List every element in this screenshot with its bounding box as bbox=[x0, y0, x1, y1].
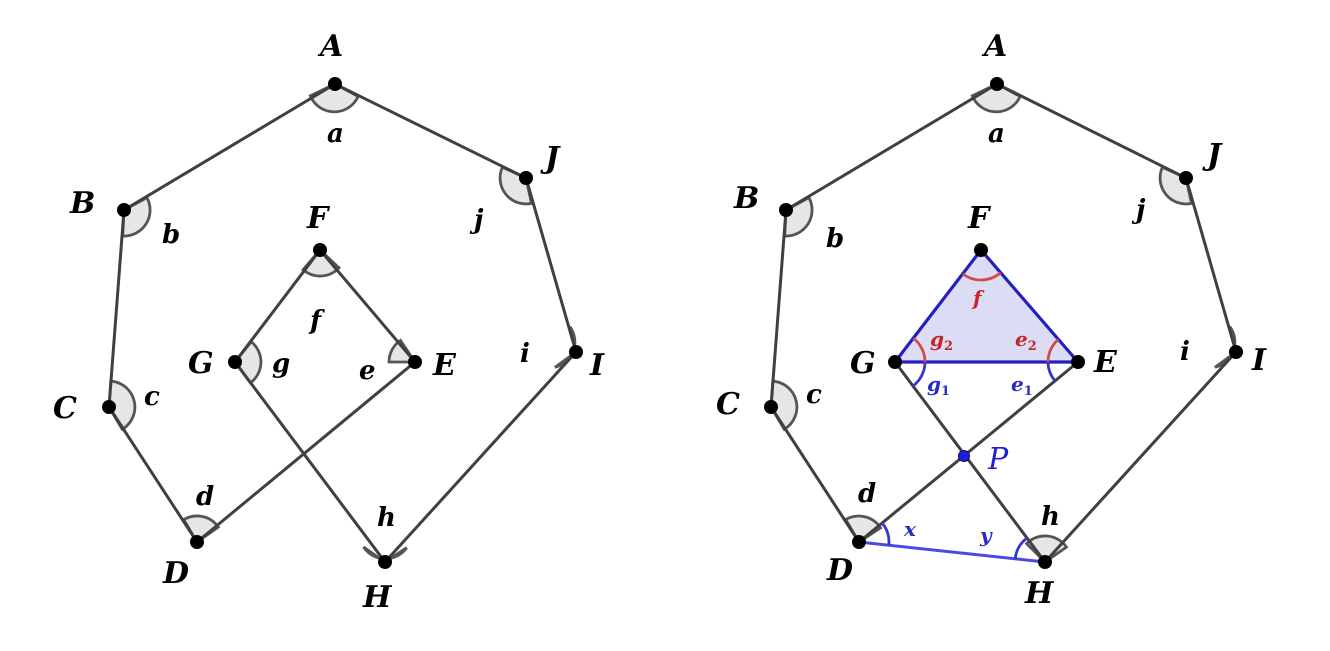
arc-g2 bbox=[912, 337, 927, 363]
right-angle-b: b bbox=[826, 224, 844, 254]
left-point-A bbox=[328, 77, 342, 91]
left-label-E: E bbox=[432, 348, 457, 383]
left-label-J: J bbox=[540, 141, 561, 176]
left-point-C bbox=[102, 400, 116, 414]
left-point-B bbox=[117, 203, 131, 217]
right-label-B: B bbox=[733, 181, 759, 216]
right-angle-a: a bbox=[988, 119, 1005, 149]
label-x: x bbox=[903, 517, 917, 541]
left-figure: A B C D E F G H I J a b c d e f g h i j bbox=[53, 29, 605, 615]
left-label-A: A bbox=[317, 29, 343, 64]
right-label-E: E bbox=[1093, 345, 1118, 380]
left-point-J bbox=[519, 171, 533, 185]
left-label-B: B bbox=[69, 186, 95, 221]
arc-g1 bbox=[912, 361, 927, 388]
left-label-G: G bbox=[188, 346, 214, 381]
right-point-E bbox=[1071, 355, 1085, 369]
right-point-A bbox=[990, 77, 1004, 91]
left-point-F bbox=[313, 243, 327, 257]
left-point-I bbox=[569, 345, 583, 359]
right-angle-d: d bbox=[858, 479, 876, 509]
right-point-G bbox=[888, 355, 902, 369]
right-outer-polygon bbox=[769, 82, 1238, 564]
right-label-F: F bbox=[967, 201, 992, 236]
right-label-J: J bbox=[1202, 138, 1223, 173]
left-label-H: H bbox=[362, 580, 393, 615]
right-label-P: P bbox=[987, 442, 1009, 477]
right-angle-j-wedge bbox=[1158, 165, 1194, 206]
label-e1: e1 bbox=[1011, 372, 1033, 399]
right-points bbox=[764, 77, 1243, 569]
right-point-H bbox=[1038, 555, 1052, 569]
left-label-D: D bbox=[162, 556, 189, 591]
right-angle-h: h bbox=[1041, 502, 1060, 532]
label-g2: g2 bbox=[930, 327, 953, 354]
left-angle-i: i bbox=[520, 339, 530, 369]
left-label-F: F bbox=[306, 201, 331, 236]
label-y: y bbox=[979, 523, 993, 547]
left-inner-lines bbox=[195, 248, 417, 564]
right-label-D: D bbox=[826, 553, 853, 588]
right-point-B bbox=[779, 203, 793, 217]
arc-x bbox=[881, 522, 891, 546]
right-point-F bbox=[974, 243, 988, 257]
right-label-C: C bbox=[716, 387, 740, 422]
arc-f bbox=[961, 271, 1002, 282]
arc-e1 bbox=[1046, 361, 1057, 382]
left-label-C: C bbox=[53, 391, 77, 426]
left-angle-g: g bbox=[272, 349, 290, 379]
label-e2: e2 bbox=[1015, 327, 1037, 354]
left-point-G bbox=[228, 355, 242, 369]
label-f-red: f bbox=[971, 286, 985, 310]
left-angle-f: f bbox=[308, 306, 325, 336]
left-point-H bbox=[378, 555, 392, 569]
right-angle-h-wedge bbox=[1024, 534, 1069, 564]
right-angle-c: c bbox=[806, 380, 822, 410]
left-angle-j-wedge bbox=[498, 165, 534, 206]
right-inner-lines bbox=[857, 360, 1080, 564]
triangle-FGE-fill bbox=[895, 250, 1078, 362]
right-label-A: A bbox=[981, 29, 1007, 64]
left-point-D bbox=[190, 535, 204, 549]
right-figure: A B C D E F G H I J P a b c d h i j f g2… bbox=[716, 29, 1267, 611]
right-label-G: G bbox=[850, 346, 876, 381]
right-point-D bbox=[852, 535, 866, 549]
left-angle-c: c bbox=[144, 382, 160, 412]
right-point-P bbox=[958, 450, 970, 462]
left-angle-e: e bbox=[359, 356, 376, 386]
right-angle-j: j bbox=[1131, 195, 1146, 225]
left-angle-g-wedge bbox=[233, 339, 263, 385]
left-points bbox=[102, 77, 583, 569]
left-angle-h: h bbox=[377, 503, 396, 533]
left-angle-d: d bbox=[196, 482, 214, 512]
left-label-I: I bbox=[589, 348, 605, 383]
right-point-J bbox=[1179, 171, 1193, 185]
arc-e2 bbox=[1046, 338, 1060, 363]
arc-y bbox=[1013, 536, 1028, 560]
left-point-E bbox=[408, 355, 422, 369]
left-angle-b: b bbox=[162, 220, 180, 250]
left-angle-a: a bbox=[327, 119, 344, 149]
label-g1: g1 bbox=[927, 372, 950, 399]
right-angle-i: i bbox=[1180, 337, 1190, 367]
right-point-I bbox=[1229, 345, 1243, 359]
left-outer-polygon bbox=[107, 82, 578, 564]
right-point-C bbox=[764, 400, 778, 414]
right-label-H: H bbox=[1024, 576, 1055, 611]
right-label-I: I bbox=[1251, 343, 1267, 378]
left-angle-j: j bbox=[469, 205, 484, 235]
